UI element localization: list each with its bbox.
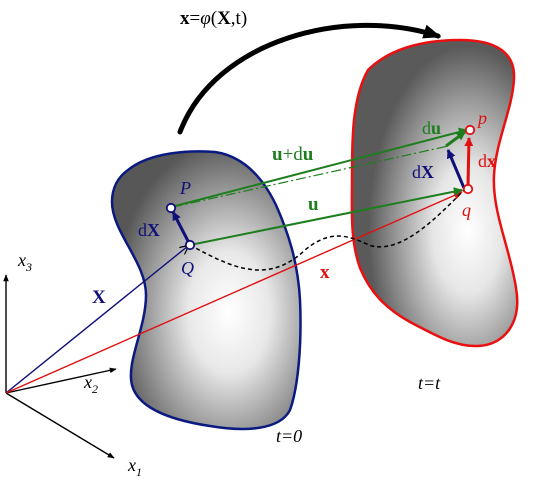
axis-x2 xyxy=(5,367,117,394)
current-dX-vector xyxy=(446,149,466,189)
displacement-u-plus-du-label: u+du xyxy=(272,144,314,165)
displacement-u xyxy=(189,187,463,246)
current-dx-label: dx xyxy=(478,151,496,171)
current-body xyxy=(350,38,519,348)
axis-x2-label: x2 xyxy=(83,372,98,396)
current-du-label: du xyxy=(422,118,441,138)
axis-x3-label: x3 xyxy=(17,250,32,274)
reference-body xyxy=(110,150,302,431)
mapping-equation: x=φ(X,t) xyxy=(180,8,247,29)
reference-time-label: t=0 xyxy=(276,426,302,446)
reference-dX-label: dX xyxy=(138,220,160,240)
point-p-marker xyxy=(464,124,476,136)
current-du-vector xyxy=(445,130,466,148)
point-p-label: p xyxy=(476,108,487,128)
point-P-marker xyxy=(165,202,177,214)
displacement-u-plus-du xyxy=(170,127,468,208)
reference-dX-vector xyxy=(171,211,191,244)
point-q-label: q xyxy=(462,200,471,220)
point-Q-marker xyxy=(184,239,196,251)
position-vector-x xyxy=(5,191,463,394)
dashdot-helper xyxy=(172,145,449,208)
axis-x1 xyxy=(5,392,115,459)
current-dx-vector xyxy=(464,137,474,187)
mapping-arrow xyxy=(177,23,442,135)
point-Q-label: Q xyxy=(181,258,194,278)
current-time-label: t=t xyxy=(418,373,441,393)
position-vector-X-label: X xyxy=(92,287,106,308)
position-vector-X xyxy=(5,246,188,394)
position-vector-x-label: x xyxy=(320,262,330,283)
point-q-marker xyxy=(462,183,474,195)
current-dX-label: dX xyxy=(412,162,434,182)
point-P-label: P xyxy=(179,178,191,198)
trajectory-curve xyxy=(189,189,465,271)
axis-x1-label: x1 xyxy=(127,455,142,479)
displacement-u-label: u xyxy=(308,194,319,215)
